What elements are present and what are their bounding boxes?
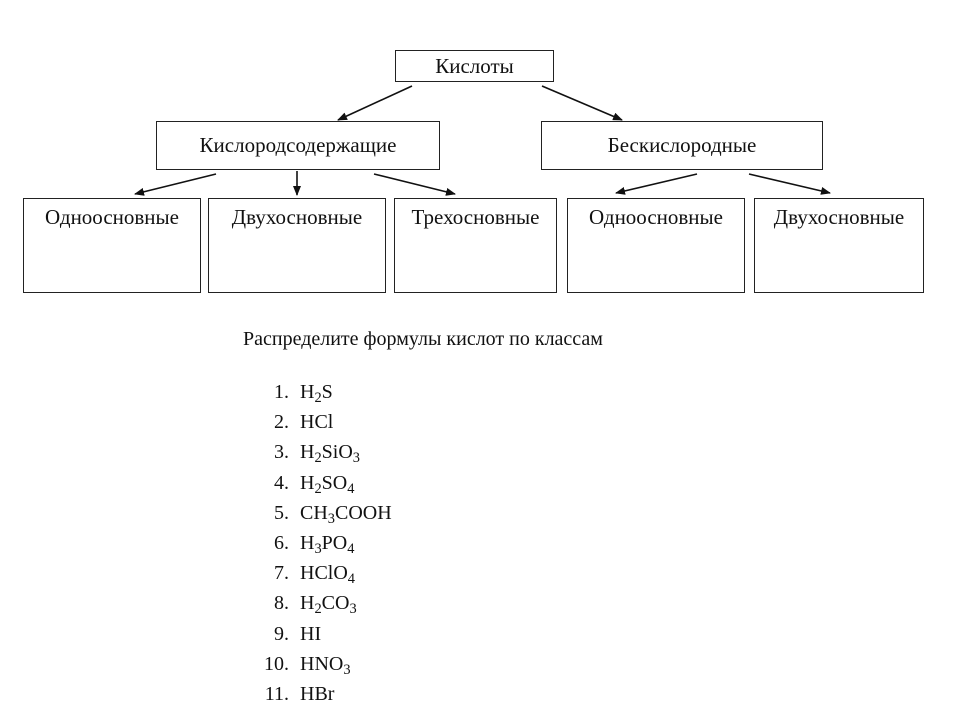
formula-segment: H [300,381,315,403]
formula-text: HCl [300,407,333,437]
arrow-oxygen-to-tri [373,173,456,196]
node-acids: Кислоты [395,50,554,82]
formula-segment: CO [321,592,350,615]
formula-segment: COOH [335,501,392,524]
task-instruction: Распределите формулы кислот по классам [243,328,603,350]
node-oxygen-free: Бескислородные [541,121,823,170]
formula-number: 5. [274,501,289,524]
formula-text: HI [300,619,321,649]
node-oxygen-tribasic: Трехосновные [394,198,557,293]
formula-segment: HI [300,622,322,645]
formula-segment: SiO [321,441,353,464]
formula-number: 1. [274,381,289,403]
node-oxygen-containing: Кислородсодержащие [156,121,440,170]
formula-subscript: 2 [314,390,322,407]
formula-text: HNO3 [300,649,351,679]
formula-segment: HBr [300,682,335,705]
formula-subscript: 4 [347,480,355,497]
formula-subscript: 2 [314,450,322,467]
formula-subscript: 2 [314,480,322,497]
formula-subscript: 3 [343,661,351,678]
formula-segment: HCl [300,411,334,434]
formula-segment: H [300,441,315,464]
formula-segment: S [321,381,333,403]
formula-text: H2CO3 [300,588,357,618]
formula-segment: H [300,471,315,494]
node-oxygen-dibasic: Двухосновные [208,198,386,293]
node-label: Кислоты [435,53,514,78]
formula-segment: CH [300,501,328,524]
formula-text: CH3COOH [300,498,392,528]
formula-number: 3. [274,441,289,464]
formula-text: HClO4 [300,558,355,588]
formula-number: 7. [274,562,289,585]
arrow-oxygenfree-to-di [748,173,831,195]
node-label: Трехосновные [411,205,540,229]
arrow-oxygenfree-to-mono [615,173,698,195]
formula-text: HBr [300,679,334,709]
formula-number: 10. [264,652,289,675]
formula-number: 6. [274,531,289,554]
formula-segment: HNO [300,652,344,675]
formula-number: 2. [274,411,289,434]
formula-text: H3PO4 [300,528,354,558]
node-oxygenfree-dibasic: Двухосновные [754,198,924,293]
formula-segment: SO [321,471,348,494]
formula-segment: H [300,531,315,554]
formula-subscript: 3 [349,601,357,618]
formula-number: 9. [274,622,289,645]
formula-segment: HClO [300,562,348,585]
formula-text: H2SO4 [300,468,354,498]
formula-text: H2SiO3 [300,437,360,467]
formula-subscript: 4 [347,540,355,557]
arrow-root-to-oxygen [337,85,413,121]
formula-number: 11. [264,682,289,705]
formula-subscript: 4 [347,571,355,588]
node-label: Кислородсодержащие [199,133,397,157]
node-oxygenfree-monobasic: Одноосновные [567,198,745,293]
formula-segment: PO [321,531,348,554]
formula-number: 4. [274,471,289,494]
formula-number: 8. [274,592,289,615]
node-label: Двухосновные [773,205,905,229]
formula-subscript: 3 [314,540,322,557]
node-label: Одноосновные [45,205,179,229]
node-label: Бескислородные [607,133,757,157]
node-label: Одноосновные [589,205,723,229]
arrow-root-to-oxygenfree [541,85,623,121]
node-oxygen-monobasic: Одноосновные [23,198,201,293]
formula-subscript: 3 [352,450,360,467]
formula-text: H2S [300,377,333,407]
formula-subscript: 2 [314,601,322,618]
formula-subscript: 3 [327,510,335,527]
node-label: Двухосновные [231,205,363,229]
formula-segment: H [300,592,315,615]
arrow-oxygen-to-mono [134,173,217,196]
